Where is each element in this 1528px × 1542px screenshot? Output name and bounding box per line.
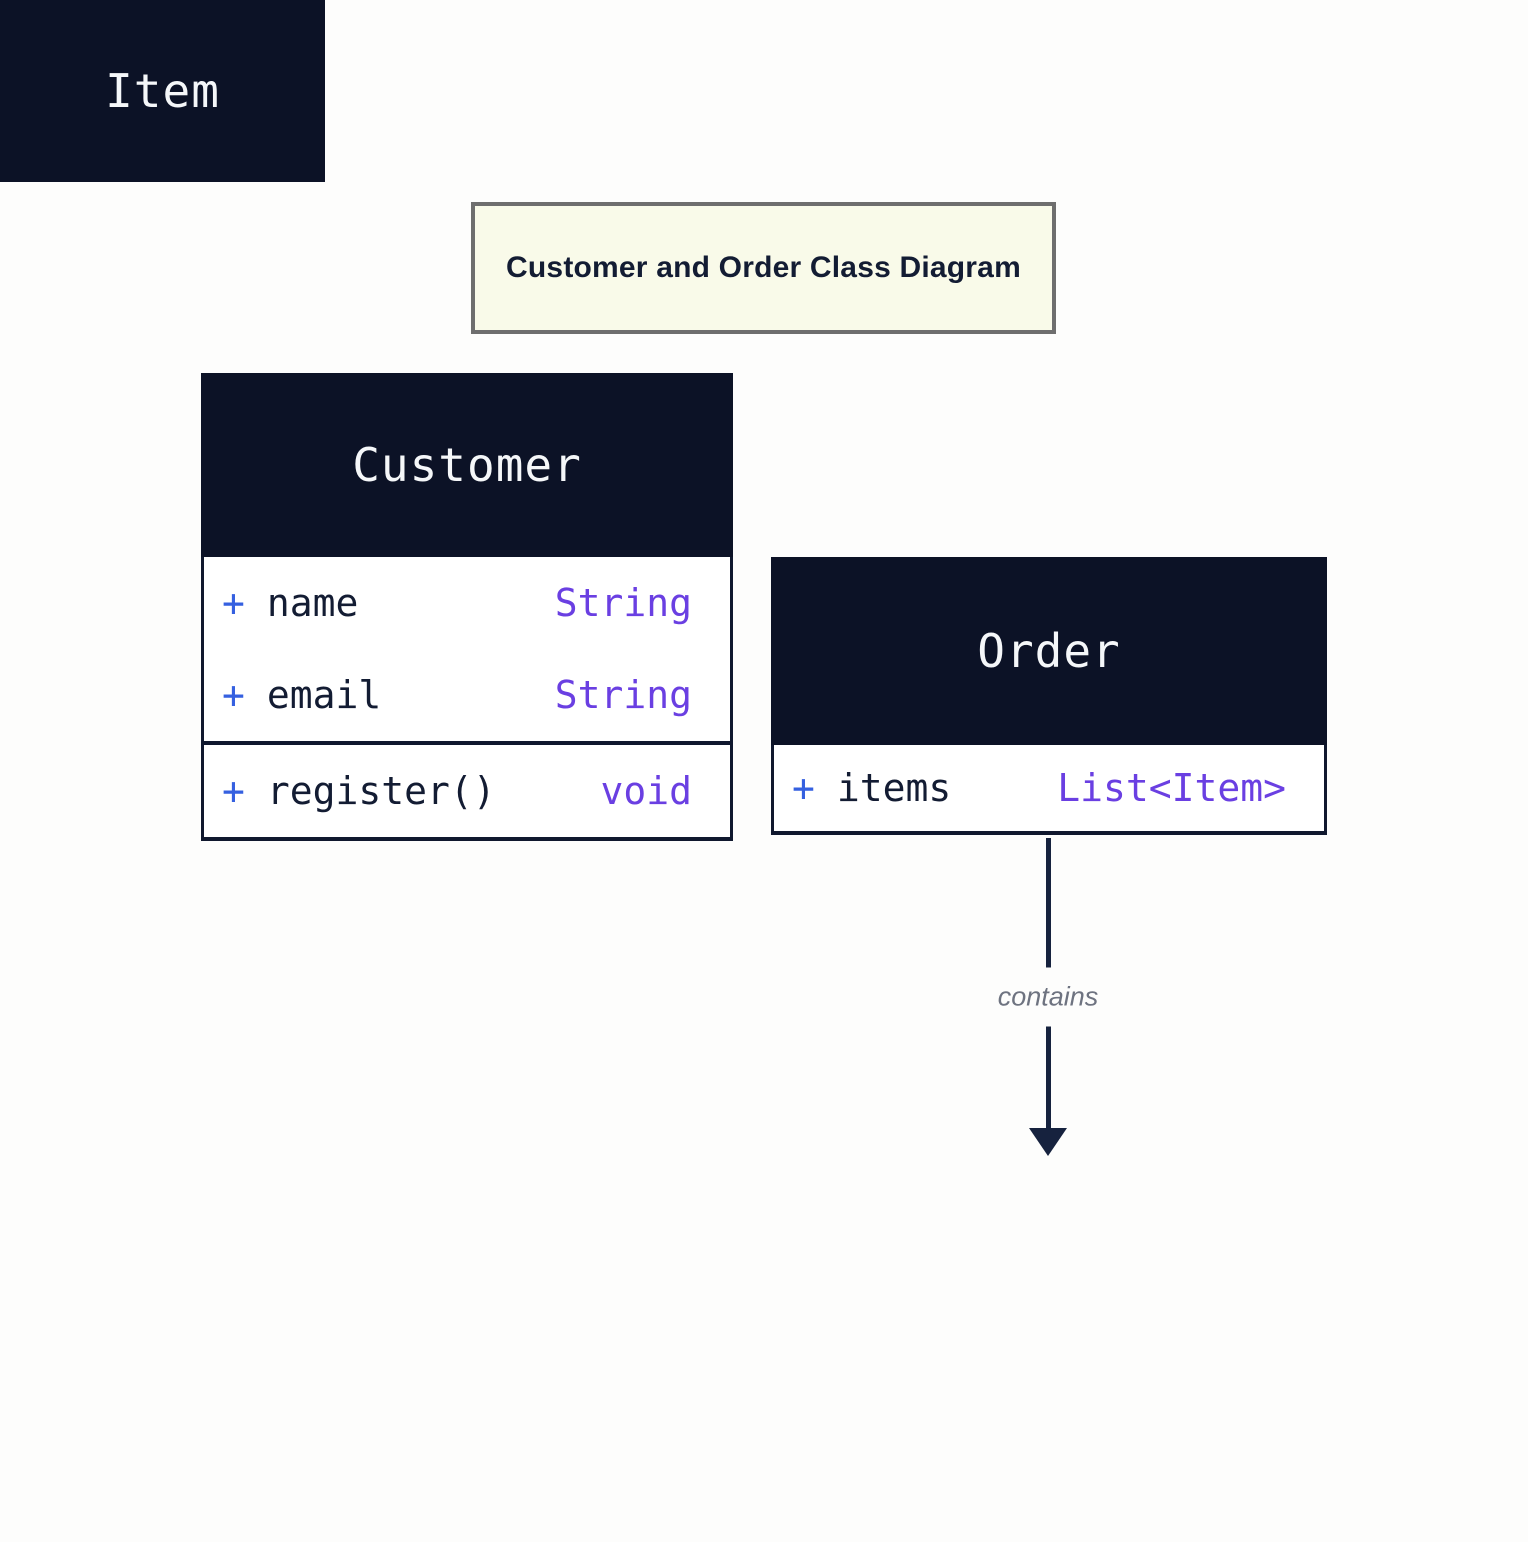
edge-order-item-label: contains	[991, 967, 1105, 1027]
diagram-title: Customer and Order Class Diagram	[506, 251, 1021, 284]
class-order-header: Order	[771, 557, 1327, 745]
class-node-customer[interactable]: Customer + name String + email String	[201, 373, 733, 841]
attribute-name: items	[836, 766, 952, 810]
method-name: register()	[266, 769, 496, 813]
class-order-name: Order	[977, 624, 1121, 678]
class-customer-attributes: + name String + email String	[201, 557, 733, 745]
attribute-row-email: + email String	[204, 649, 730, 741]
class-node-order[interactable]: Order + items List<Item>	[771, 557, 1327, 835]
attribute-type: String	[554, 673, 692, 717]
class-customer-name: Customer	[352, 438, 582, 492]
visibility-symbol: +	[222, 769, 245, 813]
attribute-row-items: + items List<Item>	[774, 745, 1324, 831]
attribute-left: + email	[222, 673, 381, 717]
arrowhead-icon	[1029, 1128, 1067, 1156]
visibility-symbol: +	[792, 766, 815, 810]
diagram-title-box: Customer and Order Class Diagram	[471, 202, 1056, 334]
attribute-name: email	[266, 673, 382, 717]
attribute-left: + items	[792, 766, 951, 810]
attribute-type: List<Item>	[1057, 766, 1286, 810]
method-left: + register()	[222, 769, 496, 813]
class-customer-methods: + register() void	[201, 745, 733, 841]
attribute-name: name	[266, 581, 359, 625]
class-node-item[interactable]: Item	[0, 0, 325, 182]
attribute-type: String	[554, 581, 692, 625]
visibility-symbol: +	[222, 673, 245, 717]
method-row-register: + register() void	[204, 745, 730, 837]
class-order-attributes: + items List<Item>	[771, 745, 1327, 835]
visibility-symbol: +	[222, 581, 245, 625]
attribute-left: + name	[222, 581, 358, 625]
method-return-type: void	[600, 769, 692, 813]
class-item-name: Item	[105, 64, 220, 118]
attribute-row-name: + name String	[204, 557, 730, 649]
class-customer-header: Customer	[201, 373, 733, 557]
